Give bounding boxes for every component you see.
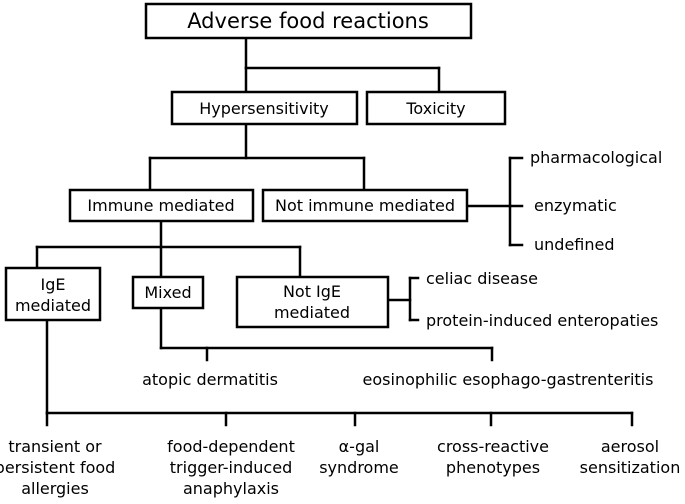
mixed-outcomes: atopic dermatitis eosinophilic esophago-… <box>142 370 653 389</box>
outcome-alpha-gal-line-1: α-gal <box>339 437 380 456</box>
outcome-food-allergies-line-2: persistent food <box>0 458 115 477</box>
mixed-label: Mixed <box>144 283 191 302</box>
connectors <box>35 36 634 427</box>
outcome-anaphylaxis-line-1: food-dependent <box>167 437 295 456</box>
not-ige-mediated-node: Not IgE mediated <box>235 275 390 329</box>
outcome-alpha-gal-line-2: syndrome <box>319 458 399 477</box>
not-ige-mediated-line-1: Not IgE <box>283 282 341 301</box>
immune-mediated-label: Immune mediated <box>87 196 234 215</box>
outcome-aerosol-line-1: aerosol <box>601 437 659 456</box>
outcome-food-allergies-line-3: allergies <box>21 479 89 498</box>
outcome-food-allergies-line-1: transient or <box>8 437 102 456</box>
outcome-atopic-dermatitis: atopic dermatitis <box>142 370 278 389</box>
outcome-anaphylaxis-line-2: trigger-induced <box>170 458 292 477</box>
outcome-anaphylaxis-line-3: anaphylaxis <box>183 479 279 498</box>
toxicity-label: Toxicity <box>405 99 465 118</box>
branch-undefined: undefined <box>534 235 615 254</box>
hypersensitivity-label: Hypersensitivity <box>199 99 329 118</box>
not-immune-branches: pharmacological enzymatic undefined <box>530 148 662 254</box>
ige-mediated-line-2: mediated <box>15 296 91 315</box>
not-ige-mediated-line-2: mediated <box>274 303 350 322</box>
branch-celiac-disease: celiac disease <box>426 269 538 288</box>
toxicity-node: Toxicity <box>365 90 507 126</box>
hypersensitivity-node: Hypersensitivity <box>170 90 359 126</box>
outcome-aerosol-line-2: sensitization <box>580 458 681 477</box>
branch-protein-induced-enteropaties: protein-induced enteropaties <box>426 311 658 330</box>
title-node: Adverse food reactions <box>144 2 473 40</box>
title-label: Adverse food reactions <box>187 9 429 33</box>
not-immune-mediated-node: Not immune mediated <box>261 188 469 223</box>
not-immune-mediated-label: Not immune mediated <box>275 196 455 215</box>
branch-pharmacological: pharmacological <box>530 148 662 167</box>
outcome-eosinophilic-esophago-gastrenteritis: eosinophilic esophago-gastrenteritis <box>363 370 654 389</box>
not-ige-branches: celiac disease protein-induced enteropat… <box>426 269 658 330</box>
outcome-cross-reactive-line-1: cross-reactive <box>437 437 549 456</box>
outcome-cross-reactive-line-2: phenotypes <box>446 458 540 477</box>
ige-mediated-line-1: IgE <box>41 275 66 294</box>
ige-outcomes: transient or persistent food allergies f… <box>0 437 680 498</box>
mixed-node: Mixed <box>131 275 205 310</box>
immune-mediated-node: Immune mediated <box>68 188 255 223</box>
branch-enzymatic: enzymatic <box>534 196 617 215</box>
ige-mediated-node: IgE mediated <box>4 266 102 322</box>
